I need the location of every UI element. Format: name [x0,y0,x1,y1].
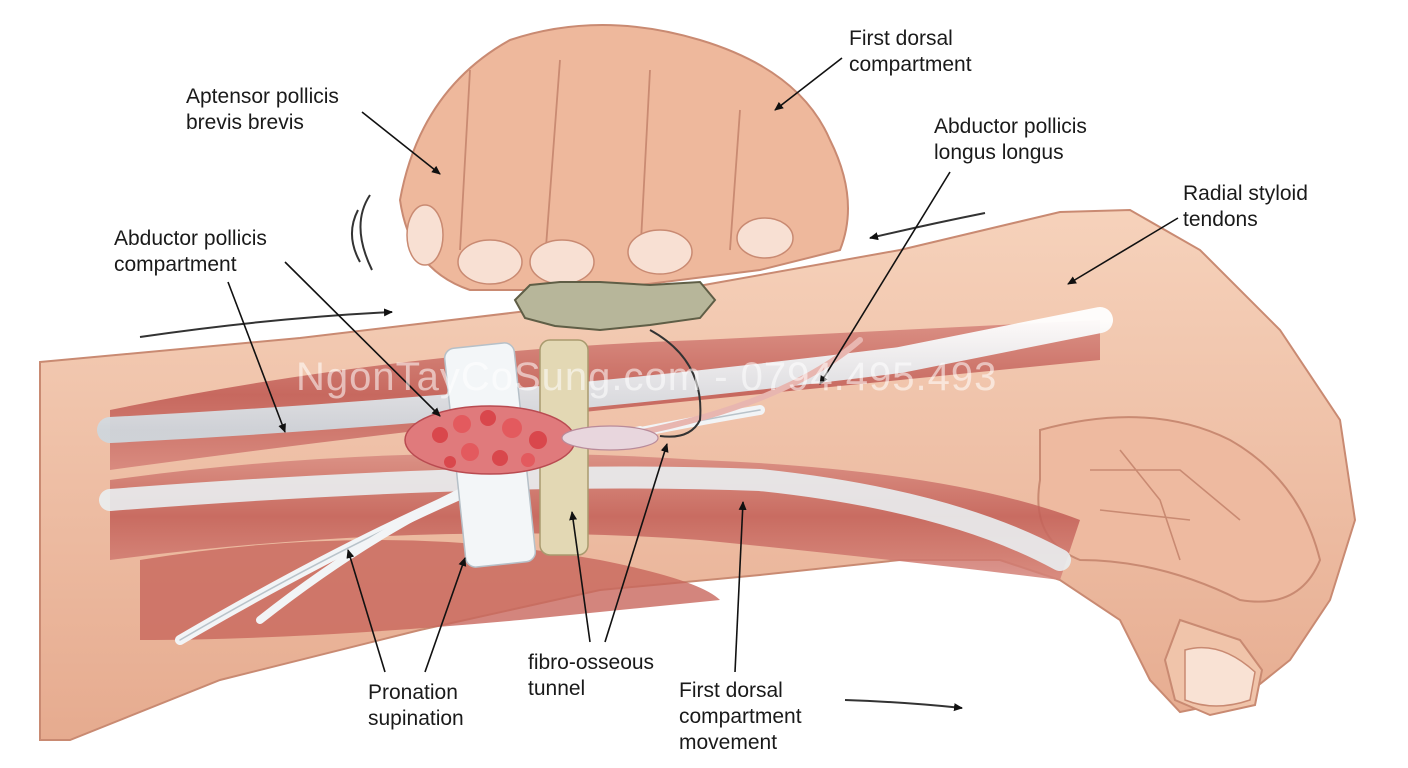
pressing-hand [398,24,849,332]
label-extensor-pollicis-brevis: Aptensor pollicis brevis brevis [186,85,339,134]
label-abductor-pollicis-longus: Abductor pollicis longus longus [934,115,1087,164]
label-abductor-pollicis-compartment: Abductor pollicis compartment [114,227,267,276]
watermark: NgonTayCoSung.com - 0794.495.493 [296,355,998,399]
label-pronation-supination: Pronation supination [368,681,464,730]
label-first-dorsal-compartment: First dorsal compartment [849,27,972,76]
inflamed-sheath [404,405,659,475]
label-radial-styloid-tendons: Radial styloid tendons [1183,182,1308,231]
label-first-dorsal-compartment-movement: First dorsal compartment movement [679,679,802,754]
pointer-arrows [227,57,1179,673]
motion-arrows [139,194,986,712]
label-fibro-osseous-tunnel: fibro-osseous tunnel [528,651,655,700]
